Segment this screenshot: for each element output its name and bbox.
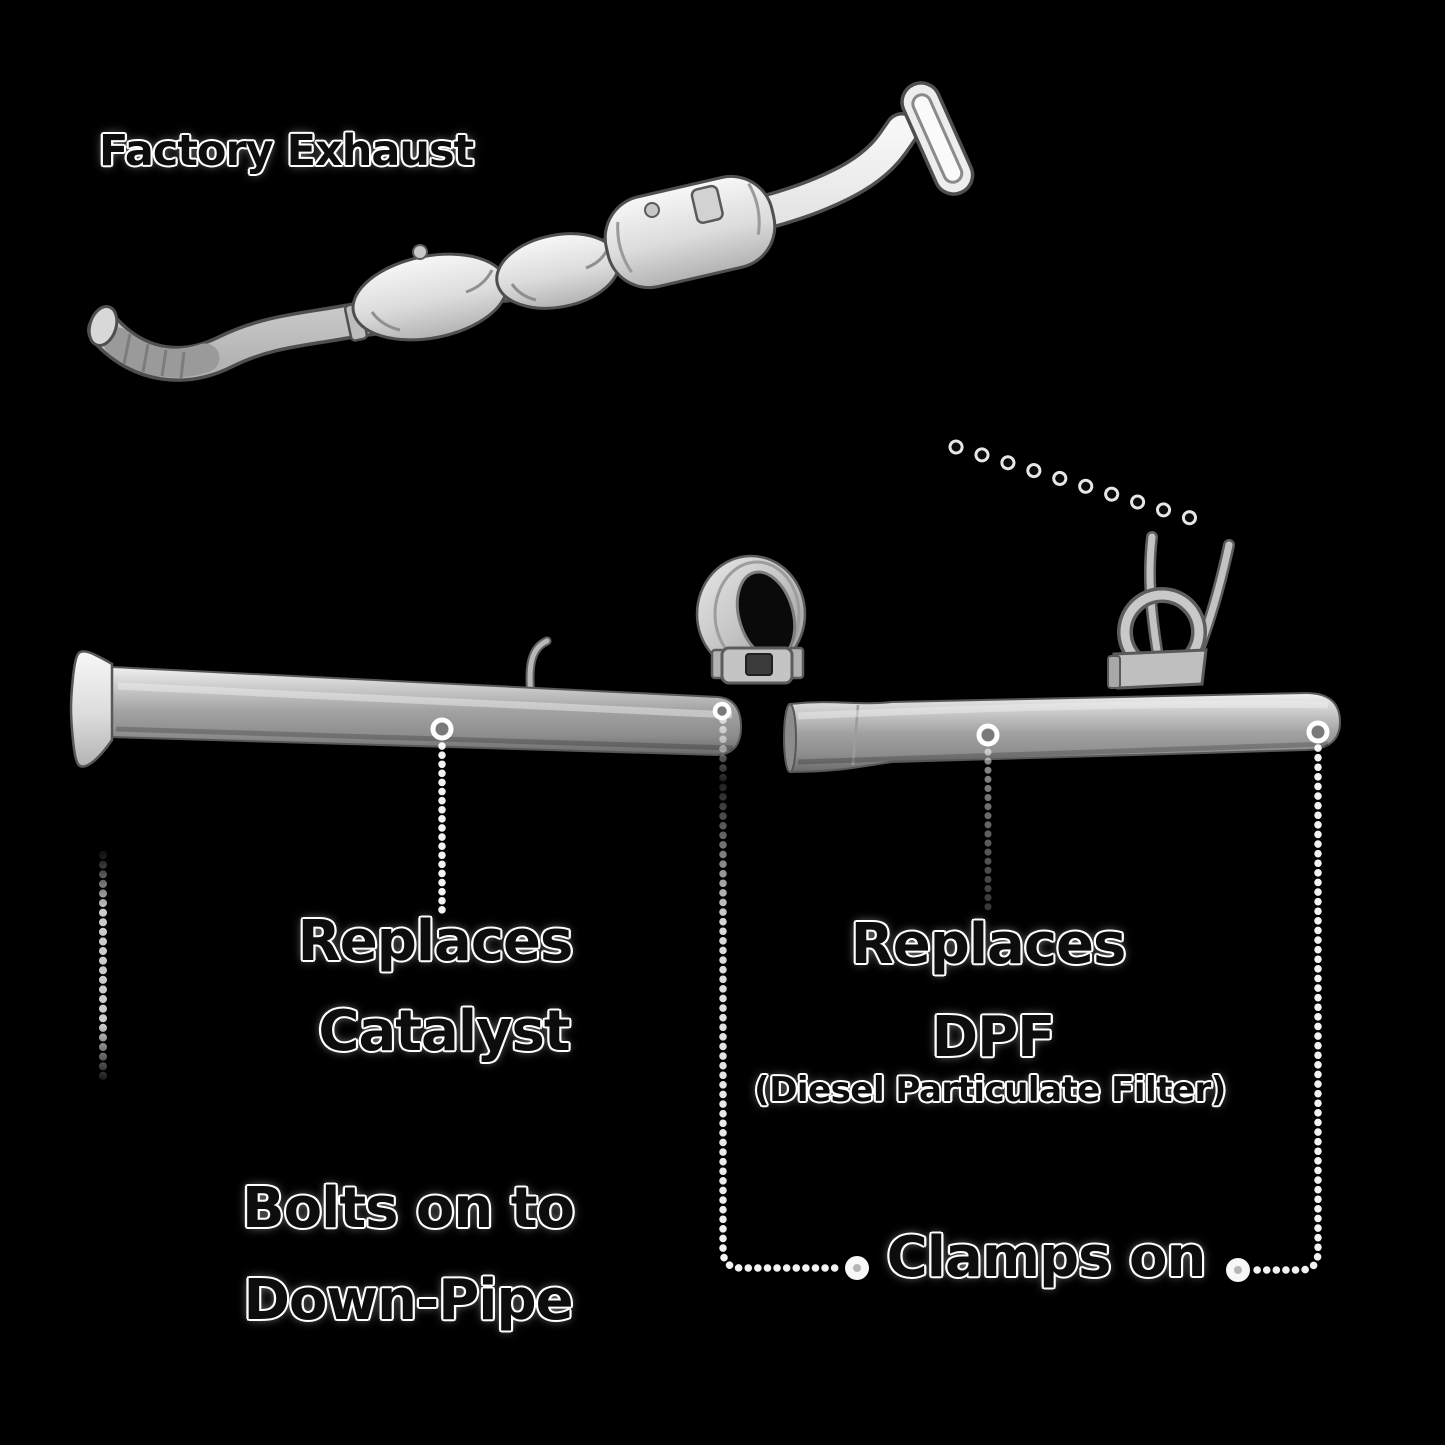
callout-line-clamps-right xyxy=(1249,744,1322,1274)
left-delete-pipe xyxy=(69,636,743,768)
label-replaces-dpf-line1: Replaces xyxy=(850,912,1127,977)
diagonal-dotted-line xyxy=(948,439,1205,528)
pipe-highlight xyxy=(117,682,733,719)
callout-line-clamps-left xyxy=(719,716,845,1272)
pipe-bend-crease xyxy=(851,704,860,766)
label-factory-exhaust: Factory Exhaust xyxy=(99,126,474,176)
callout-dots xyxy=(845,1256,1250,1282)
factory-inlet xyxy=(87,305,119,347)
pipe-flange xyxy=(69,650,114,768)
factory-sensor-1 xyxy=(412,244,428,260)
factory-flex-ribs xyxy=(122,333,186,379)
factory-exhaust-illustration xyxy=(87,81,975,382)
label-diesel-particulate-filter: (Diesel Particulate Filter) xyxy=(754,1070,1226,1110)
clamp-bolt xyxy=(745,653,773,676)
factory-dpf-muffler xyxy=(603,174,777,290)
right-delete-pipe xyxy=(783,691,1342,774)
factory-catalyst-1-caps xyxy=(370,269,494,332)
label-replaces-dpf-line2: DPF xyxy=(931,1005,1056,1070)
pipe-highlight xyxy=(797,700,1329,720)
factory-tail-tip xyxy=(900,81,975,196)
label-bolts-on-line1: Bolts on to xyxy=(241,1176,575,1241)
label-bolts-on-line2: Down-Pipe xyxy=(243,1268,573,1333)
hanger-bracket xyxy=(1107,531,1235,690)
label-replaces-catalyst-line1: Replaces xyxy=(297,909,574,974)
factory-sensor-2 xyxy=(644,202,660,218)
label-clamps-on: Clamps on xyxy=(886,1225,1207,1290)
callout-lines xyxy=(99,716,1322,1274)
band-clamp xyxy=(695,554,807,685)
label-replaces-catalyst-line2: Catalyst xyxy=(318,999,570,1064)
pipe-grommets xyxy=(430,701,1330,747)
